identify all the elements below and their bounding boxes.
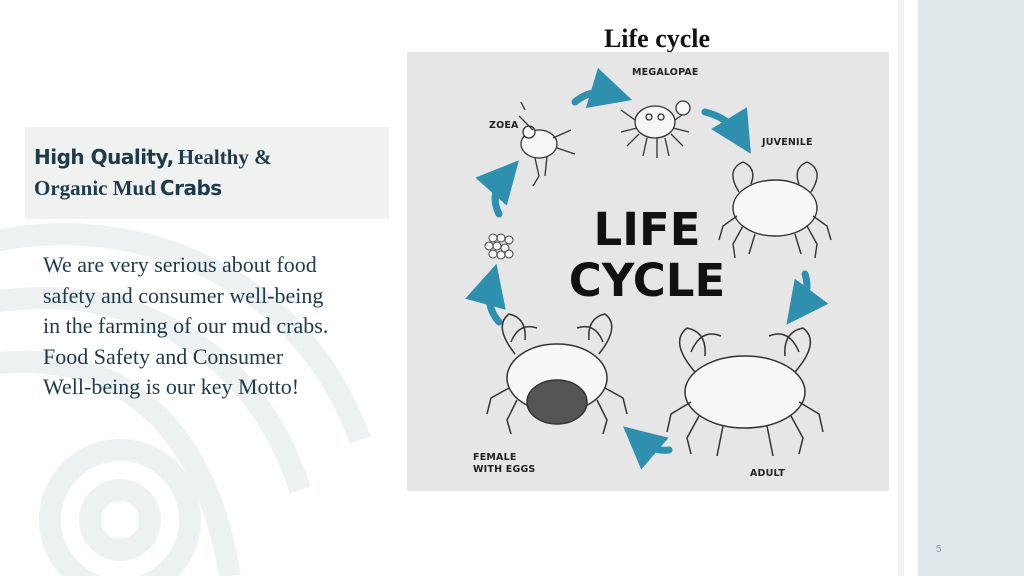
- body-line: safety and consumer well-being: [43, 282, 324, 308]
- background-swirl-decoration: [0, 223, 371, 576]
- label-female-line1: FEMALE: [473, 452, 517, 463]
- label-female-with-eggs: FEMALE WITH EGGS: [473, 452, 535, 476]
- life-cycle-title: Life cycle: [603, 24, 711, 53]
- cycle-arrows: [465, 67, 829, 470]
- heading-healthy: Healthy &: [177, 145, 272, 169]
- label-zoea: ZOEA: [489, 120, 519, 131]
- label-adult: ADULT: [750, 468, 785, 479]
- female-crab-with-eggs-icon: [486, 313, 628, 435]
- juvenile-crab-icon: [718, 161, 832, 259]
- arrow-icon: [571, 67, 633, 109]
- cycle-text: CYCLE: [568, 254, 726, 307]
- arrow-icon: [701, 107, 751, 154]
- body-line: Well-being is our key Motto!: [43, 374, 300, 399]
- eggs-icon: [484, 233, 514, 260]
- side-panel: [918, 0, 1024, 576]
- body-line: in the farming of our mud crabs.: [43, 313, 329, 338]
- life-text: LIFE: [593, 203, 701, 256]
- heading-quality: High Quality,: [34, 145, 174, 169]
- heading-box: High Quality, Healthy & Organic Mud Crab…: [25, 127, 389, 219]
- megalopae-crab-icon: [620, 100, 691, 158]
- body-line: Food Safety and Consumer: [43, 343, 284, 369]
- heading-organic: Organic Mud: [34, 176, 156, 200]
- label-juvenile: JUVENILE: [762, 137, 813, 148]
- arrow-icon: [786, 270, 829, 325]
- label-megalopae: MEGALOPAE: [632, 67, 699, 78]
- body-paragraph: We are very serious about food safety an…: [43, 250, 383, 403]
- label-female-line2: WITH EGGS: [473, 464, 536, 475]
- adult-crab-icon: [666, 327, 824, 457]
- arrow-icon: [623, 426, 673, 470]
- heading-crabs: Crabs: [159, 176, 222, 200]
- page-number: 5: [936, 544, 942, 555]
- arrow-icon: [465, 263, 506, 326]
- heading: High Quality, Healthy & Organic Mud Crab…: [34, 143, 389, 205]
- zoea-larva-icon: [518, 101, 576, 187]
- life-cycle-diagram: LIFE CYCLE MEGALOPAE ZOEA JUVENILE ADULT…: [407, 52, 889, 491]
- body-line: We are very serious about food: [43, 252, 317, 277]
- arrow-icon: [475, 160, 519, 218]
- divider-strip: [898, 0, 904, 576]
- life-cycle-illustration: [465, 67, 832, 470]
